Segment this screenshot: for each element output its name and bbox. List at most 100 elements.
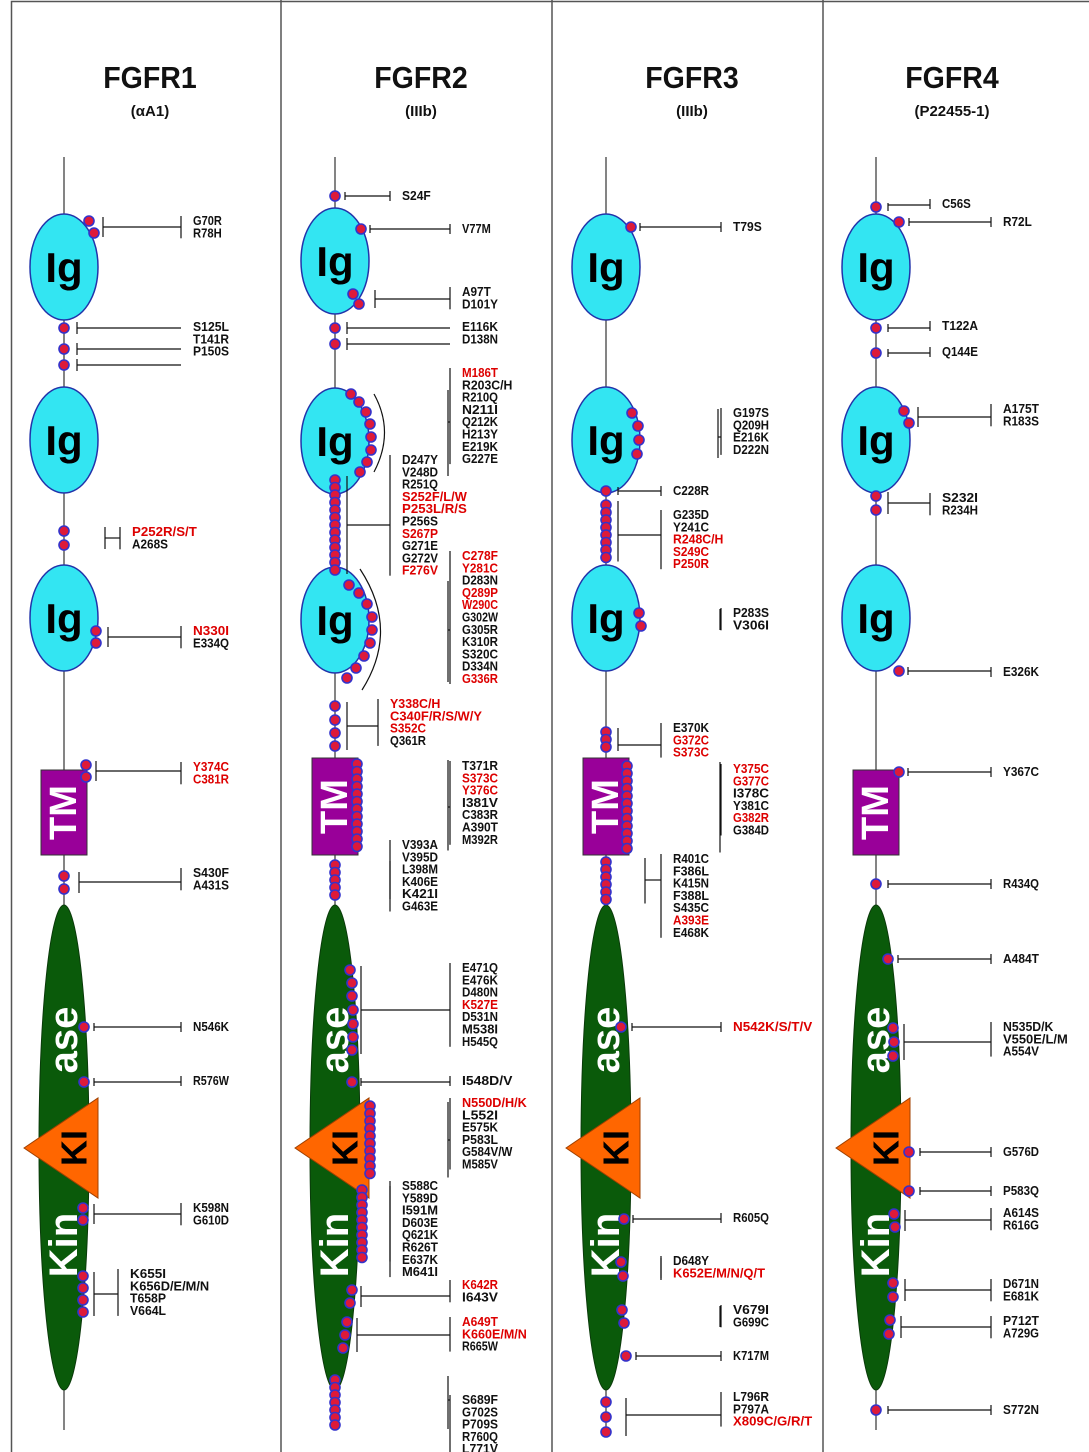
mutation-label: A268S xyxy=(132,537,168,551)
mutation-site-dot xyxy=(354,397,364,407)
ig-domain-label: Ig xyxy=(45,595,82,642)
mutation-site-dot xyxy=(633,421,643,431)
mutation-site-dot xyxy=(348,1032,358,1042)
kinase-insert-label: KI xyxy=(596,1130,637,1166)
mutation-label: G227E xyxy=(462,452,498,466)
mutation-label: R576W xyxy=(193,1074,229,1088)
mutation-site-dot xyxy=(340,1330,350,1340)
mutation-site-dot xyxy=(351,663,361,673)
mutation-label: E681K xyxy=(1003,1289,1039,1303)
mutation-site-dot xyxy=(894,217,904,227)
mutation-site-dot xyxy=(362,457,372,467)
mutation-label: R183S xyxy=(1003,414,1039,428)
mutation-site-dot xyxy=(367,612,377,622)
tm-domain-label: TM xyxy=(855,785,897,840)
mutation-label: C228R xyxy=(673,484,709,498)
mutation-site-dot xyxy=(899,406,909,416)
tm-domain: TM xyxy=(853,770,899,855)
mutation-group: R434Q xyxy=(871,877,1039,891)
mutation-site-dot xyxy=(361,407,371,417)
mutation-site-dot xyxy=(357,1253,367,1263)
mutation-site-dot xyxy=(79,1022,89,1032)
mutation-label: R605Q xyxy=(733,1211,769,1225)
mutation-label: P583Q xyxy=(1003,1184,1039,1198)
ig-domain-label: Ig xyxy=(45,244,82,291)
mutation-group: R605Q xyxy=(619,1211,769,1225)
mutation-label: R434Q xyxy=(1003,877,1039,891)
mutation-label: D138N xyxy=(462,332,498,346)
mutation-site-dot xyxy=(354,588,364,598)
mutation-site-dot xyxy=(871,348,881,358)
mutation-group: T79S xyxy=(626,220,762,234)
mutation-site-dot xyxy=(601,1427,611,1437)
mutation-group: L796RP797AX809C/G/R/T xyxy=(601,1390,813,1437)
mutation-site-dot xyxy=(346,389,356,399)
tm-domain-label: TM xyxy=(314,779,356,834)
tm-domain: TM xyxy=(312,758,358,855)
mutation-label: R234H xyxy=(942,503,978,517)
mutation-site-dot xyxy=(59,884,69,894)
mutation-site-dot xyxy=(78,1271,88,1281)
mutation-site-dot xyxy=(365,419,375,429)
mutation-site-dot xyxy=(888,1278,898,1288)
mutation-site-dot xyxy=(621,1351,631,1361)
mutation-site-dot xyxy=(330,565,340,575)
mutation-site-dot xyxy=(626,222,636,232)
mutation-site-dot xyxy=(365,1169,375,1179)
mutation-label: R72L xyxy=(1003,215,1032,229)
ig-domain-label: Ig xyxy=(316,238,353,285)
mutation-site-dot xyxy=(330,890,340,900)
mutation-group: R576W xyxy=(79,1074,229,1088)
mutation-label: F276V xyxy=(402,564,439,578)
mutation-label: G610D xyxy=(193,1213,229,1227)
kinase-insert-label: KI xyxy=(325,1130,366,1166)
panel-subtitle: (IIIb) xyxy=(562,103,822,120)
mutation-site-dot xyxy=(84,216,94,226)
mutation-group: P583Q xyxy=(904,1184,1039,1198)
mutation-site-dot xyxy=(81,760,91,770)
mutation-site-dot xyxy=(601,742,611,752)
kinase-label-kin: Kin xyxy=(854,1213,898,1277)
mutation-site-dot xyxy=(79,1077,89,1087)
mutation-site-dot xyxy=(601,1397,611,1407)
mutation-label: G576D xyxy=(1003,1145,1039,1159)
mutation-site-dot xyxy=(342,673,352,683)
mutation-site-dot xyxy=(355,467,365,477)
mutation-label: K717M xyxy=(733,1349,769,1363)
mutation-site-dot xyxy=(871,1405,881,1415)
mutation-site-dot xyxy=(347,991,357,1001)
mutation-label: Y367C xyxy=(1003,765,1039,779)
mutation-label: T122A xyxy=(942,319,978,333)
mutation-group: D671NE681K xyxy=(888,1277,1039,1303)
mutation-site-dot xyxy=(622,844,632,854)
mutation-site-dot xyxy=(89,228,99,238)
mutation-site-dot xyxy=(885,1315,895,1325)
panel-subtitle: (IIIb) xyxy=(291,103,551,120)
mutation-label: S373C xyxy=(673,746,709,760)
mutation-group: P712TA729G xyxy=(884,1314,1039,1340)
mutation-label: E326K xyxy=(1003,665,1039,679)
mutation-group: A97TD101Y xyxy=(348,285,499,311)
mutation-site-dot xyxy=(618,1271,628,1281)
mutation-site-dot xyxy=(347,1285,357,1295)
mutation-group: A484T xyxy=(883,952,1039,966)
mutation-group: V679IG699C xyxy=(617,1303,769,1329)
mutation-site-dot xyxy=(330,191,340,201)
mutation-label: G336R xyxy=(462,672,498,686)
mutation-group: Y367C xyxy=(894,765,1039,779)
mutation-label: N546K xyxy=(193,1020,229,1034)
mutation-group: C56S xyxy=(871,197,971,212)
mutation-label: M641I xyxy=(402,1265,438,1279)
mutation-site-dot xyxy=(365,638,375,648)
receptor-panels: IgIgIgTMaseKinKIG70RR78HS125LT141RP150SP… xyxy=(24,157,1068,1452)
mutation-site-dot xyxy=(359,651,369,661)
mutation-group: Y375CG377CI378CY381CG382RG384D xyxy=(622,761,769,854)
mutation-site-dot xyxy=(904,418,914,428)
mutation-group: N330IE334Q xyxy=(91,624,229,650)
mutation-label: N542K/S/T/V xyxy=(733,1020,813,1034)
mutation-site-dot xyxy=(617,1305,627,1315)
